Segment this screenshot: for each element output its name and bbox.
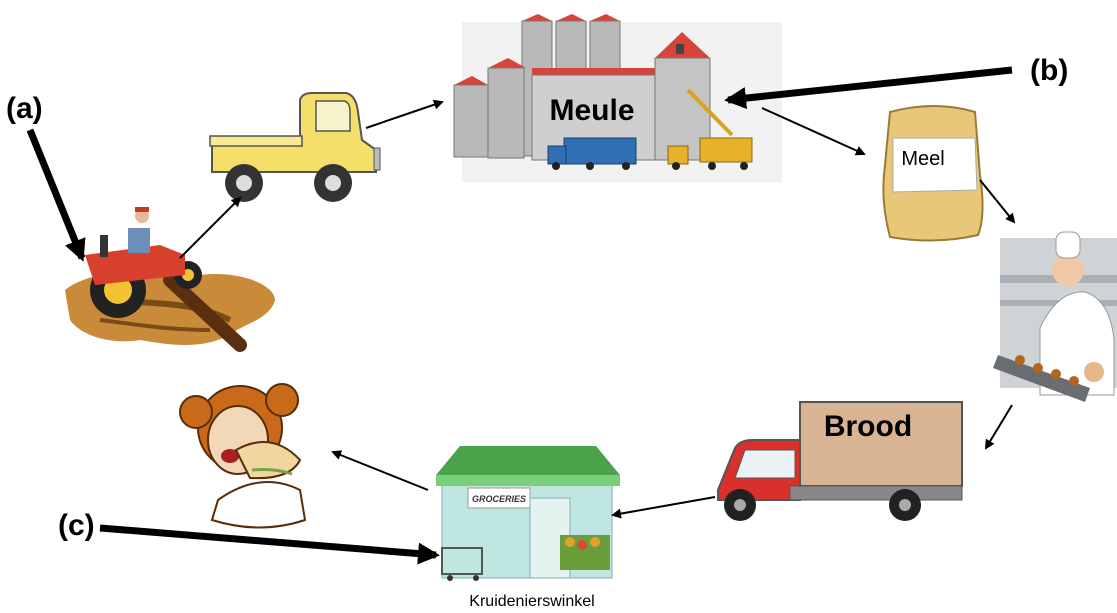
arrow-flour-to-baker xyxy=(979,179,1016,224)
baker-icon xyxy=(993,231,1117,402)
label-store-caption: Kruidenierswinkel xyxy=(469,593,594,610)
label-c: (c) xyxy=(58,509,95,542)
person-eating-sandwich-icon xyxy=(179,383,307,529)
arrow-baker-to-delivery xyxy=(984,404,1013,450)
pointer-c-arrow xyxy=(99,524,440,565)
grocery-store-icon xyxy=(436,446,620,581)
arrow-tractor-to-pickup xyxy=(179,196,242,259)
grain-mill-icon xyxy=(453,14,782,182)
pointer-a-arrow xyxy=(26,128,86,262)
label-bread: Brood xyxy=(824,410,912,443)
label-store-sign: GROCERIES xyxy=(472,494,526,504)
pickup-truck-icon xyxy=(209,92,381,202)
pointer-b-arrow xyxy=(724,66,1013,110)
arrow-pickup-to-mill xyxy=(365,99,444,129)
arrow-delivery-to-store xyxy=(611,496,716,519)
arrow-mill-to-flour xyxy=(761,107,866,156)
label-mill: Meule xyxy=(549,94,634,127)
bread-delivery-truck-icon xyxy=(717,401,963,521)
pointer-arrows xyxy=(26,66,1013,565)
flow-arrows xyxy=(179,99,1016,519)
label-a: (a) xyxy=(6,92,43,125)
tractor-icon xyxy=(65,207,275,352)
label-flour: Meel xyxy=(901,148,944,170)
arrow-store-to-eater xyxy=(331,450,429,491)
flour-sack-icon xyxy=(882,105,984,242)
label-b: (b) xyxy=(1030,54,1068,87)
